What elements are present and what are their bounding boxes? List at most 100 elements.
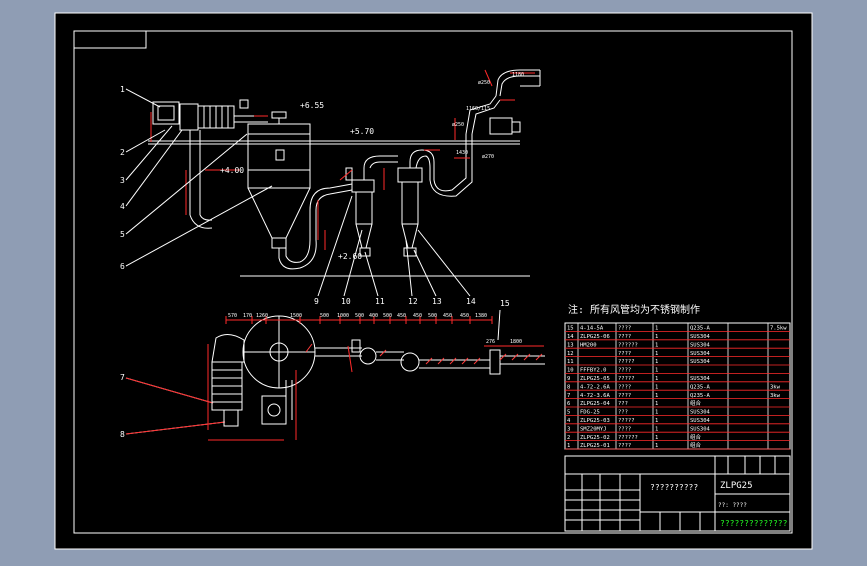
parts-table-cell: HM200 <box>580 342 597 348</box>
parts-table-cell: SUS304 <box>690 334 711 340</box>
parts-table-cell: 3 <box>567 426 570 432</box>
plan-hatching <box>305 343 543 365</box>
parts-table-cell: SUS304 <box>690 376 711 382</box>
parts-table-cell: ?????? <box>618 342 638 348</box>
parts-table-cell: 3kw <box>770 393 781 399</box>
parts-table-cell: 1 <box>655 342 658 348</box>
dim-1160: 1160/115 <box>466 106 490 112</box>
parts-table-cell: 组合 <box>690 433 702 441</box>
parts-table-cell: ????? <box>618 376 635 382</box>
parts-table-cell: ??? <box>618 410 628 416</box>
company-label: ?????????????? <box>720 519 788 528</box>
parts-table-cell: ZLPG25-03 <box>580 418 610 424</box>
plan-dim-label: 450 <box>460 313 469 319</box>
parts-table-cell: 1 <box>655 410 658 416</box>
parts-table-cell: SUS304 <box>690 426 711 432</box>
title-block-name: ?????????? <box>650 483 698 492</box>
parts-table-cell: SUS304 <box>690 359 711 365</box>
parts-table-cell: FDG-25 <box>580 410 600 416</box>
callout-1: 1 <box>120 85 125 94</box>
callout-2: 2 <box>120 148 125 157</box>
dim-d250-b: ø250 <box>452 122 464 128</box>
callout-15: 15 <box>500 299 510 308</box>
parts-table-cell: SUS304 <box>690 342 711 348</box>
parts-table-cell: 11 <box>567 359 574 365</box>
dim-1180: 1180 <box>512 72 524 78</box>
plan-dim-label: 450 <box>443 313 452 319</box>
parts-table-cell: SUS304 <box>690 418 711 424</box>
parts-table-cell: Q235-A <box>690 393 711 399</box>
callout-10: 10 <box>341 297 351 306</box>
plan-dim-label: 500 <box>383 313 392 319</box>
elevation-top-label: +6.55 <box>300 101 324 110</box>
top-right-dimension-labels: 1180 ø250 1160/115 ø250 1430 ø270 <box>452 72 524 160</box>
parts-table-cell: SUS304 <box>690 351 711 357</box>
parts-table-cell: 1 <box>655 334 658 340</box>
parts-table-cell: 1 <box>567 443 570 449</box>
parts-table-cell: 1 <box>655 384 658 390</box>
parts-table-cell: 4-72-3.6A <box>580 393 610 399</box>
parts-table-cell: 1 <box>655 401 658 407</box>
plan-dim-label: 450 <box>413 313 422 319</box>
plan-dim-label: 170 <box>243 313 252 319</box>
plan-dim-label: 570 <box>228 313 237 319</box>
parts-table-cell: 4-72-2.6A <box>580 384 610 390</box>
parts-table-cell: 1 <box>655 418 658 424</box>
parts-table-cell: ZLPG25-06 <box>580 334 610 340</box>
parts-table-cell: ???? <box>618 393 631 399</box>
plan-dim-label: 400 <box>369 313 378 319</box>
parts-table-cell: 5 <box>567 410 570 416</box>
parts-table-cell: 4 <box>567 418 571 424</box>
parts-table-cell: 9 <box>567 376 570 382</box>
parts-table-cell: 组合 <box>690 399 702 407</box>
parts-table-cell: ???? <box>618 384 631 390</box>
dim-d270: ø270 <box>482 154 494 160</box>
elevation-view <box>148 69 541 277</box>
parts-table-cell: 12 <box>567 351 574 357</box>
parts-table-cell: 3kw <box>770 384 781 390</box>
dim-1430: 1430 <box>456 150 468 156</box>
parts-table-cell: ???? <box>618 426 631 432</box>
parts-table-cell: 1 <box>655 376 658 382</box>
parts-table-cell: ???? <box>618 334 631 340</box>
parts-table-cell: 13 <box>567 342 574 348</box>
parts-table-cell: ???? <box>618 368 631 374</box>
plan-dim-label: 1800 <box>510 339 522 345</box>
parts-table-cell: 2 <box>567 435 570 441</box>
callout-14: 14 <box>466 297 476 306</box>
plan-dim-label: 500 <box>355 313 364 319</box>
parts-table-cell: 14 <box>567 334 574 340</box>
parts-table-cell: 组合 <box>690 441 702 449</box>
drawing-note: 注: 所有风管均为不锈钢制作 <box>568 303 700 316</box>
plan-dim-label: 276 <box>486 339 495 345</box>
parts-table-cell: Q235-A <box>690 326 711 332</box>
parts-table-cell: ????? <box>618 418 635 424</box>
plan-dim-label: 500 <box>428 313 437 319</box>
plan-dim-label: 1260 <box>256 313 268 319</box>
parts-table-cell: 1 <box>655 435 658 441</box>
plan-dim-label: 500 <box>320 313 329 319</box>
parts-table-cell: 1 <box>655 426 658 432</box>
parts-table-cell: SUS304 <box>690 410 711 416</box>
parts-table-cell: 10 <box>567 368 574 374</box>
parts-table-cell: 1 <box>655 326 658 332</box>
title-block <box>564 455 791 532</box>
elevation-low-label: +2.60 <box>338 252 362 261</box>
parts-table-cell: ZLPG25-02 <box>580 435 610 441</box>
callout-11: 11 <box>375 297 385 306</box>
callout-5: 5 <box>120 230 125 239</box>
parts-table-cell: ZLPG25-04 <box>580 401 610 407</box>
drawing-border <box>73 30 793 534</box>
parts-table-cell: 7.5kw <box>770 326 787 332</box>
parts-table-cell: 1 <box>655 359 658 365</box>
parts-table-cell: ??? <box>618 401 628 407</box>
callout-13: 13 <box>432 297 442 306</box>
callout-8: 8 <box>120 430 125 439</box>
scale-label: ??: ???? <box>718 502 747 509</box>
corner-label-box <box>73 30 147 49</box>
parts-table-cell: 1 <box>655 368 658 374</box>
